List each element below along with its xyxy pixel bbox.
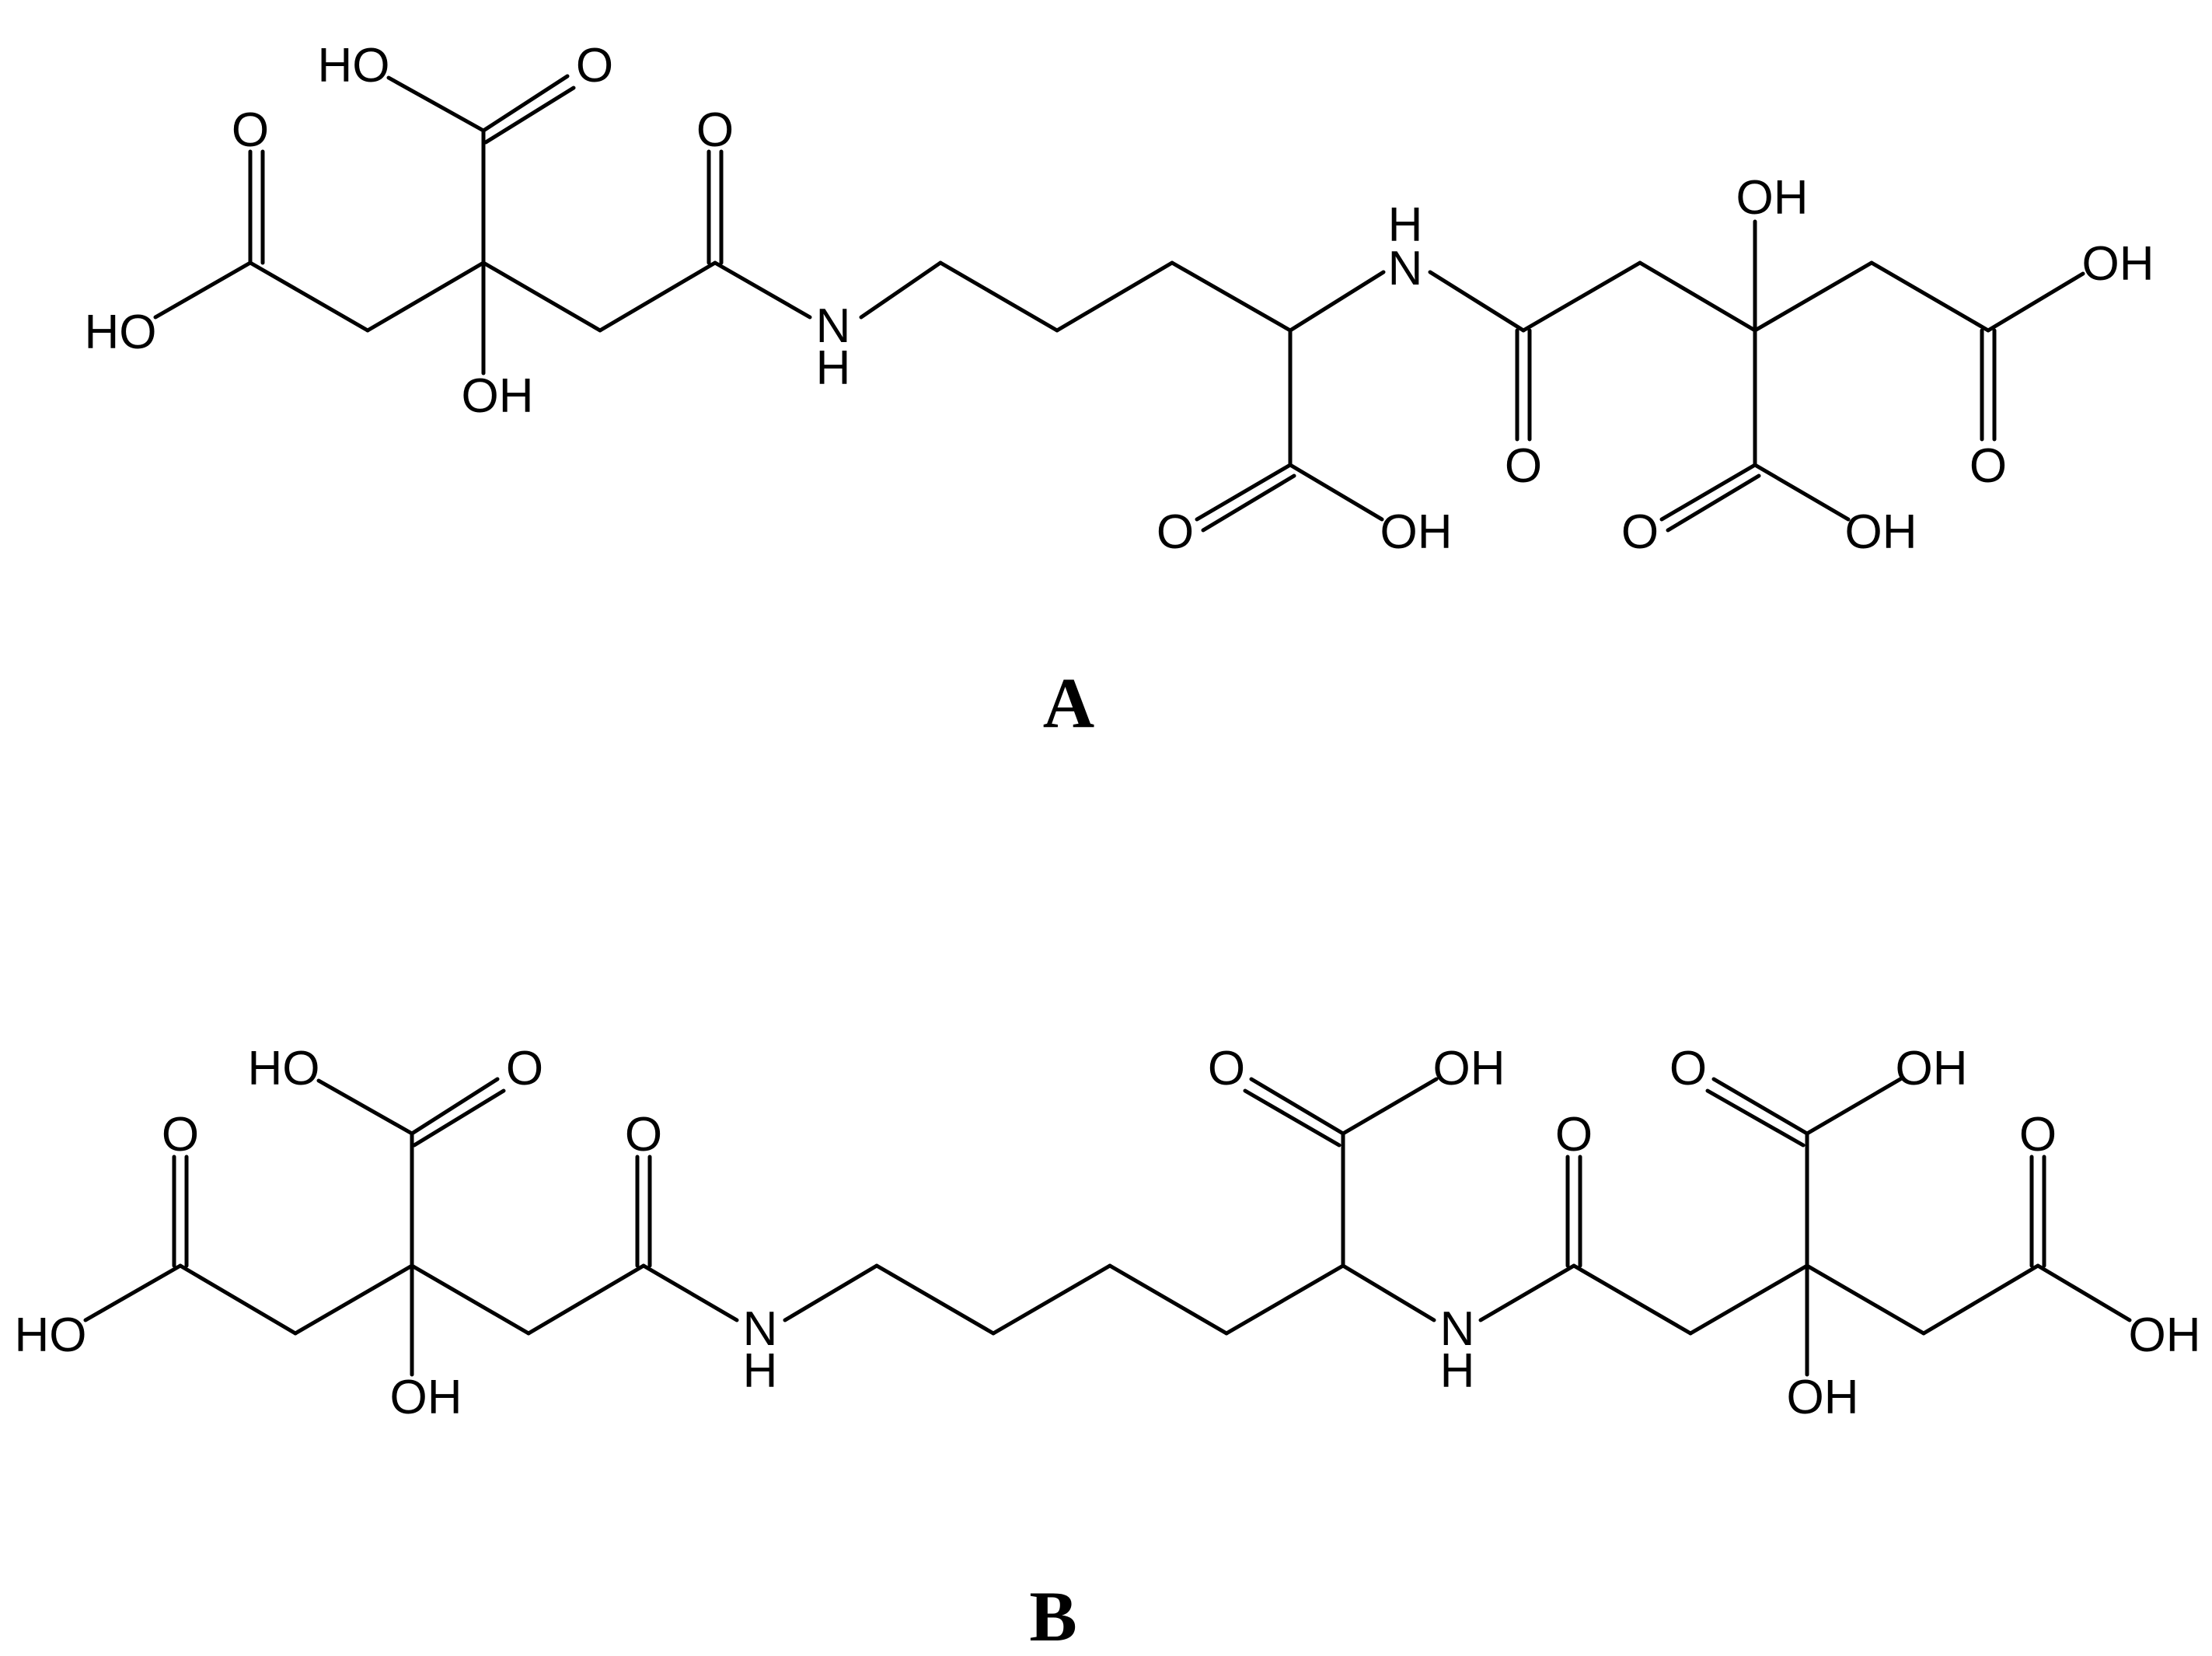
bond (1288, 463, 1384, 522)
bond (938, 260, 1059, 333)
atom-label: OH (1845, 505, 1917, 559)
atom-label: O (232, 103, 269, 157)
atom-label: N (1388, 242, 1423, 295)
bond (412, 1088, 506, 1148)
bond (386, 75, 486, 133)
bond (1249, 1077, 1345, 1136)
bond (293, 1263, 414, 1336)
atom-label: O (2019, 1108, 2057, 1162)
bond (1805, 1263, 1926, 1336)
bond (1638, 260, 1757, 333)
bond (410, 1077, 500, 1136)
atom-label: N (743, 1302, 778, 1356)
bond (365, 260, 486, 333)
atom-label: O (696, 103, 734, 157)
bond (248, 260, 370, 333)
bond (481, 260, 602, 333)
bond (316, 1078, 414, 1136)
atom-label: O (162, 1108, 199, 1162)
atom-label: HO (15, 1308, 87, 1362)
bond (1572, 1263, 1693, 1336)
atom-label: H (816, 341, 851, 395)
bond (991, 1263, 1112, 1336)
atom-label: OH (1896, 1042, 1968, 1095)
atom-label: H (743, 1344, 778, 1398)
bond (1986, 271, 2085, 333)
bond (874, 1263, 996, 1336)
bond (481, 74, 570, 133)
bond (1224, 1263, 1345, 1336)
bond (1521, 260, 1642, 333)
bond (713, 260, 812, 320)
atom-label: O (506, 1042, 543, 1095)
atom-label: O (1555, 1108, 1593, 1162)
atom-label: O (625, 1108, 662, 1162)
bond (1805, 1077, 1903, 1136)
bond (1428, 270, 1526, 333)
atom-label: OH (2082, 237, 2154, 291)
structure-a: HO O O O HO OH N H H N OH OH O O OH O OH… (85, 39, 2154, 742)
bond (1688, 1263, 1809, 1336)
bond (153, 260, 253, 320)
bond (1478, 1263, 1576, 1322)
bond (1666, 473, 1761, 533)
bond (410, 1263, 531, 1336)
structure-a-atom-labels: HO O O O HO OH N H H N OH OH O O OH O OH… (85, 39, 2154, 559)
bond (178, 1263, 298, 1336)
atom-label: OH (390, 1371, 462, 1424)
bond (1055, 260, 1174, 333)
atom-label: O (1505, 439, 1542, 493)
bond (83, 1263, 183, 1322)
structure-a-bonds (153, 74, 2085, 533)
bond (1659, 463, 1757, 522)
atom-label: O (1970, 439, 2007, 493)
bond (483, 86, 576, 145)
atom-label: O (1208, 1042, 1245, 1095)
bond (1108, 1263, 1229, 1336)
bond (1201, 473, 1296, 533)
atom-label: HO (85, 306, 157, 359)
atom-label: OH (1433, 1042, 1505, 1095)
atom-label: OH (1787, 1371, 1859, 1424)
structure-b-bonds (83, 1077, 2132, 1377)
atom-label: N (816, 299, 851, 353)
atom-label: OH (462, 369, 534, 423)
atom-label: O (576, 39, 613, 93)
atom-label: HO (318, 39, 390, 93)
atom-label: H (1440, 1344, 1475, 1398)
bond (1341, 1077, 1439, 1136)
bond (1869, 260, 1990, 333)
bond (783, 1263, 879, 1322)
bond (598, 260, 717, 333)
bond (1711, 1077, 1809, 1136)
atom-label: O (1157, 505, 1194, 559)
bond (1288, 270, 1386, 333)
atom-label: OH (1380, 505, 1453, 559)
atom-label: O (1621, 505, 1659, 559)
bond (1243, 1088, 1342, 1148)
bond (1170, 260, 1293, 333)
bond (1705, 1088, 1806, 1148)
structure-caption-a: A (1043, 663, 1094, 742)
bond (1753, 463, 1851, 522)
bond (526, 1263, 646, 1336)
bond (1341, 1263, 1436, 1322)
atom-label: OH (1736, 171, 1809, 225)
bond (641, 1263, 739, 1322)
atom-label: OH (2129, 1308, 2201, 1362)
atom-label: O (1669, 1042, 1707, 1095)
bond (1921, 1263, 2040, 1336)
bond (859, 260, 943, 320)
structure-caption-b: B (1029, 1577, 1076, 1656)
structure-b-atom-labels: HO O O O HO OH N H O OH N H O O OH O OH … (15, 1042, 2201, 1424)
structure-b: HO O O O HO OH N H O OH N H O O OH O OH … (15, 1042, 2201, 1656)
bond (1195, 463, 1293, 522)
bond (2036, 1263, 2132, 1322)
bond (1753, 260, 1874, 333)
atom-label: N (1440, 1302, 1475, 1356)
atom-label: H (1388, 198, 1423, 252)
atom-label: HO (248, 1042, 320, 1095)
